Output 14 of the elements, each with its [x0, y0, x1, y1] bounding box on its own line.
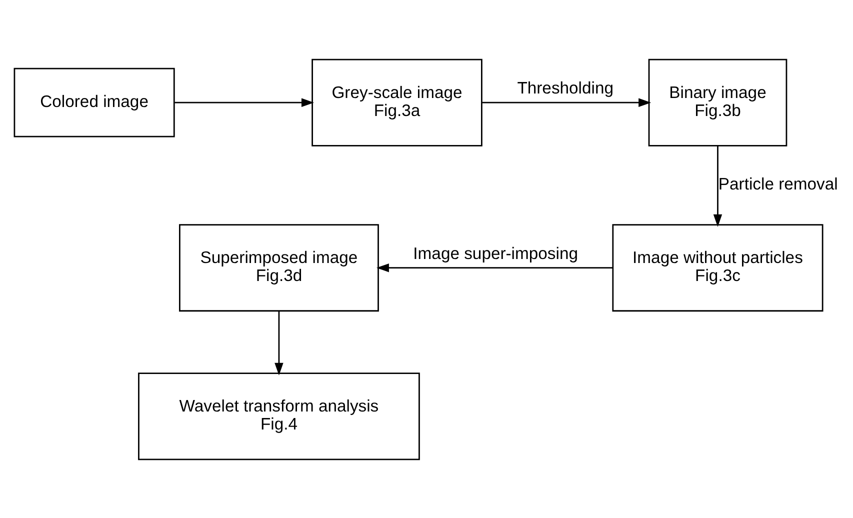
edge-label: Thresholding	[517, 78, 614, 98]
arrow	[713, 145, 722, 226]
edge-label: Image super-imposing	[413, 243, 578, 262]
node-box: Binary image Fig.3b	[648, 58, 788, 146]
arrow	[274, 310, 284, 375]
node-box: Colored image	[14, 67, 175, 137]
arrow	[174, 98, 314, 106]
arrow	[482, 98, 652, 106]
node-box: Grey-scale image Fig.3a	[312, 58, 482, 146]
arrow	[376, 262, 613, 272]
edge-label: Particle removal	[718, 174, 838, 194]
node-box: Superimposed image Fig.3d	[179, 224, 379, 312]
node-box: Wavelet transform analysis Fig.4	[138, 372, 420, 460]
node-box: Image without particles Fig.3c	[612, 224, 824, 312]
